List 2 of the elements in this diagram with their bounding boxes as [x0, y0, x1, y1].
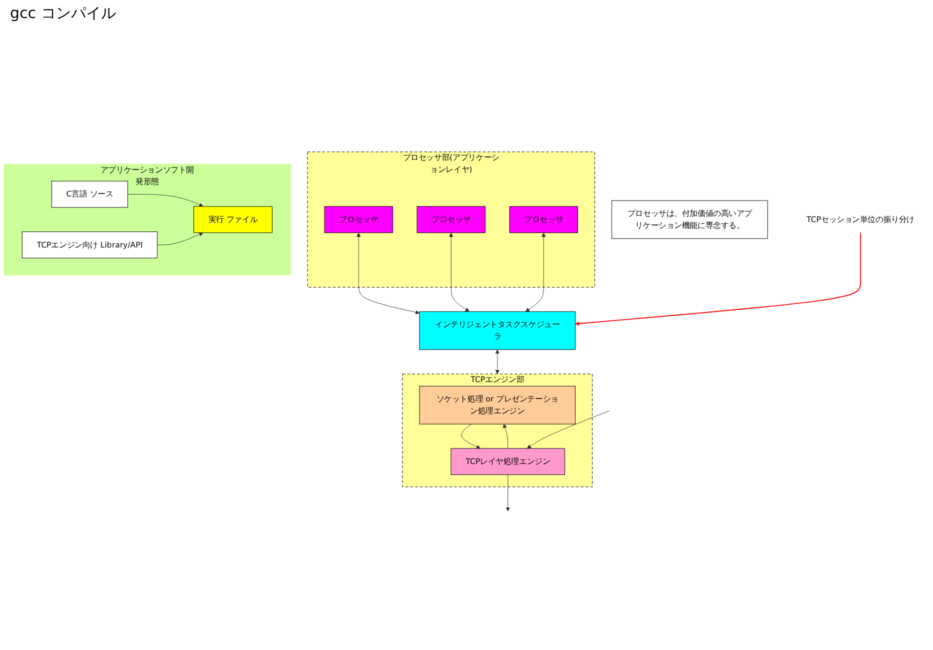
arrow — [575, 232, 862, 326]
note-text: gcc コンパイル — [10, 4, 116, 22]
